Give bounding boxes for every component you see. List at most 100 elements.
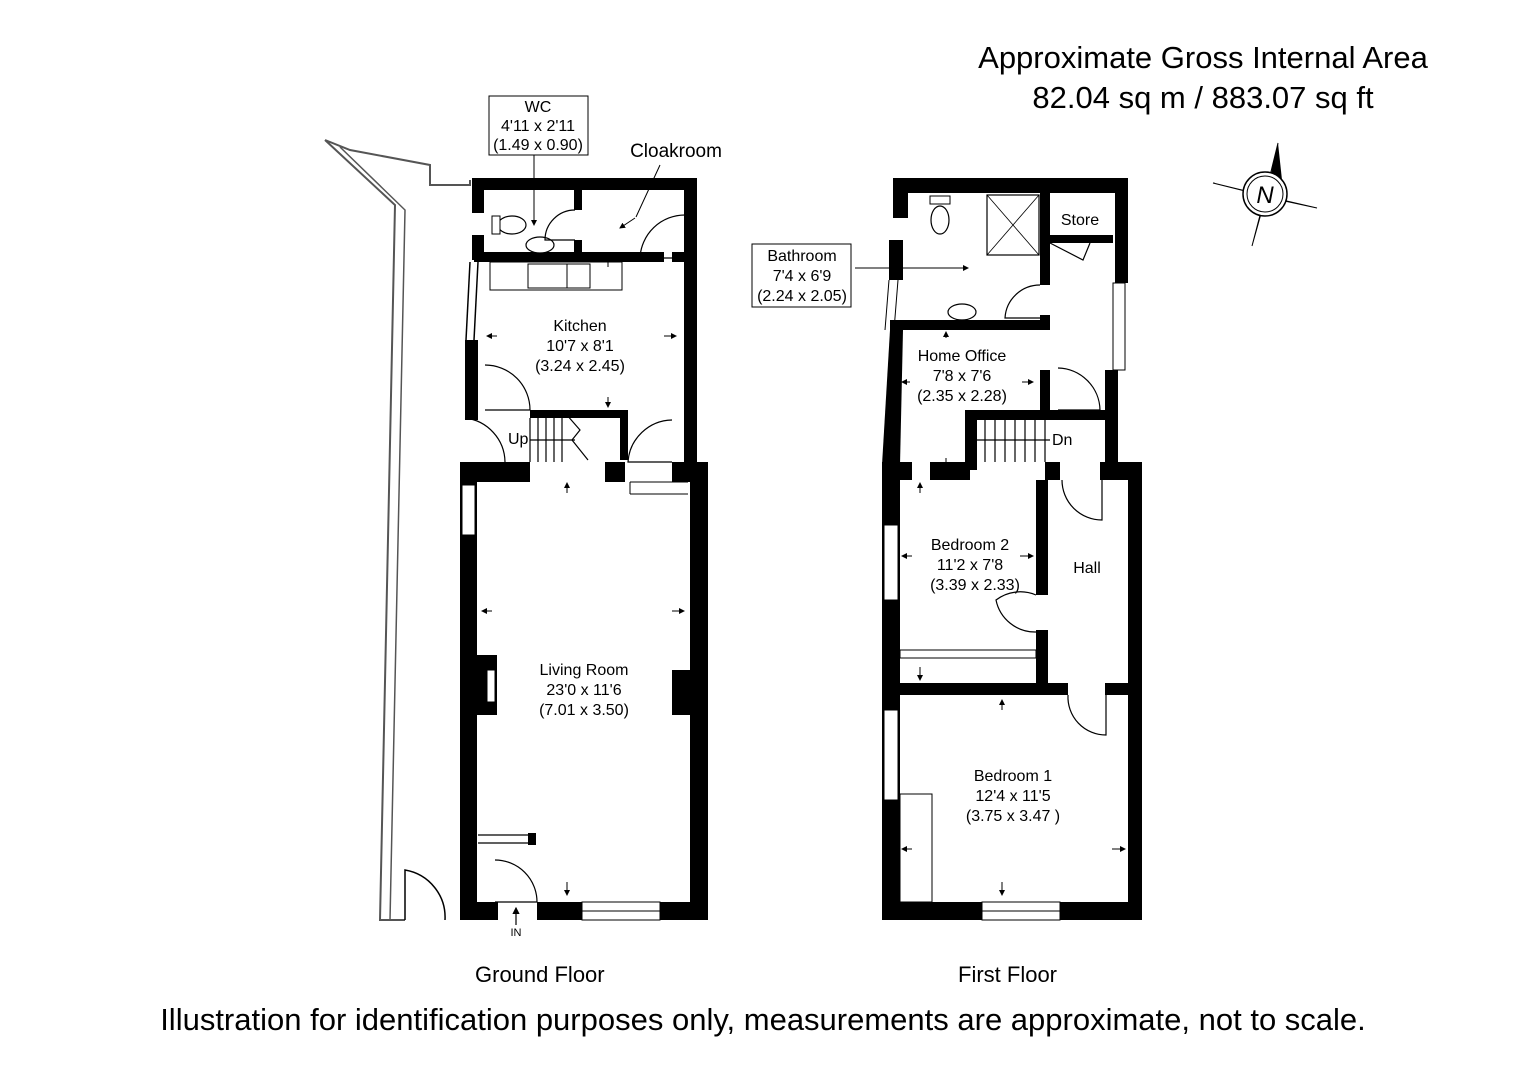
ground-floor-label: Ground Floor: [475, 962, 605, 987]
bathroom-name: Bathroom: [767, 248, 836, 265]
wall: [460, 902, 498, 920]
disclaimer: Illustration for identification purposes…: [160, 1002, 1366, 1037]
bathroom-door-icon: [1004, 284, 1041, 319]
wall: [1036, 630, 1048, 690]
wall: [893, 178, 908, 218]
side-passage-outline-inner: [339, 146, 406, 921]
wall: [537, 902, 582, 920]
wall: [1045, 235, 1113, 243]
bedroom1-name: Bedroom 1: [974, 768, 1052, 785]
north-compass-icon: N: [1212, 142, 1318, 247]
wall: [1040, 370, 1050, 415]
stairs-icon: [977, 420, 1050, 462]
stairs-down-label: Dn: [1052, 432, 1072, 449]
wardrobe: [899, 649, 1037, 659]
stairs-icon: [529, 413, 589, 462]
living-room-metric: (7.01 x 3.50): [539, 702, 629, 719]
bedroom1-imperial: 12'4 x 11'5: [975, 788, 1050, 805]
wall: [882, 330, 903, 465]
entrance-label: IN: [511, 927, 522, 939]
living-room-imperial: 23'0 x 11'6: [546, 682, 621, 699]
area-title: Approximate Gross Internal Area: [978, 40, 1428, 75]
first-floor-label: First Floor: [958, 962, 1057, 987]
wall: [930, 462, 970, 480]
wall: [460, 462, 530, 482]
dimension-arrows: [481, 155, 685, 896]
store-name: Store: [1061, 212, 1099, 229]
wall: [574, 240, 582, 254]
wc-imperial: 4'11 x 2'11: [501, 118, 575, 135]
wall: [1115, 178, 1128, 283]
wall: [1036, 480, 1048, 595]
wall: [460, 462, 477, 920]
wall: [965, 410, 977, 470]
wall: [1040, 315, 1050, 330]
wc-name: WC: [525, 99, 552, 116]
bedroom2-imperial: 11'2 x 7'8: [937, 557, 1003, 574]
bedroom2-metric: (3.39 x 2.33): [930, 577, 1020, 594]
toilet-icon: [930, 205, 950, 235]
kitchen-name: Kitchen: [553, 318, 606, 335]
wall: [605, 462, 625, 482]
toilet-icon: [497, 215, 527, 235]
hall-name: Hall: [1073, 560, 1101, 577]
window: [461, 484, 476, 536]
wall: [1105, 370, 1118, 465]
chimney-breast: [672, 670, 690, 715]
wardrobe: [899, 793, 933, 903]
window: [883, 709, 899, 801]
basin-icon: [525, 236, 555, 254]
wc-label-box: [488, 95, 589, 156]
wall: [472, 178, 484, 213]
store-door-icon: [1049, 242, 1091, 261]
wall: [530, 410, 620, 418]
wall: [620, 410, 628, 460]
wall: [965, 410, 1110, 420]
stairs-up-label: Up: [508, 431, 529, 448]
passage-door-icon: [404, 869, 446, 921]
bedroom1-metric: (3.75 x 3.47 ): [966, 808, 1060, 825]
wall: [574, 190, 582, 210]
wall: [890, 320, 1050, 330]
home-office-metric: (2.35 x 2.28): [917, 388, 1007, 405]
wall: [882, 902, 982, 920]
wall: [660, 902, 708, 920]
bathroom-imperial: 7'4 x 6'9: [773, 268, 832, 285]
window: [1112, 282, 1126, 371]
wc-door-icon: [544, 209, 576, 241]
hall-door-icon: [1061, 479, 1103, 521]
home-office-name: Home Office: [918, 348, 1007, 365]
wall: [890, 683, 1068, 695]
wall: [672, 252, 687, 262]
wc-metric: (1.49 x 0.90): [493, 137, 583, 154]
bathroom-label-box: [751, 243, 852, 308]
wall: [472, 178, 697, 190]
kitchen-metric: (3.24 x 2.45): [535, 358, 625, 375]
bedroom1-door-icon: [1067, 694, 1107, 736]
wall: [474, 252, 664, 262]
home-office-imperial: 7'8 x 7'6: [933, 368, 992, 385]
wall: [889, 240, 903, 280]
first-floor-plan: Bathroom 7'4 x 6'9 (2.24 x 2.05) Store H…: [751, 178, 1142, 921]
bedroom2-name: Bedroom 2: [931, 537, 1009, 554]
side-passage-outline: [324, 139, 471, 921]
wall: [893, 178, 1128, 193]
wall: [465, 340, 478, 420]
wall: [1045, 462, 1060, 480]
understairs-door-icon: [627, 419, 673, 463]
bedroom2-door-icon: [995, 591, 1037, 633]
ground-floor-plan: WC 4'11 x 2'11 (1.49 x 0.90) Cloakroom K…: [324, 95, 722, 939]
office-door-icon: [1057, 367, 1101, 411]
kitchen-door-icon: [484, 364, 531, 411]
cloakroom-name: Cloakroom: [630, 141, 722, 162]
area-value: 82.04 sq m / 883.07 sq ft: [1032, 80, 1374, 115]
wall: [1060, 902, 1142, 920]
window: [883, 524, 899, 601]
kitchen-imperial: 10'7 x 8'1: [546, 338, 614, 355]
bathroom-metric: (2.24 x 2.05): [757, 288, 847, 305]
living-room-name: Living Room: [540, 662, 629, 679]
dimension-arrows: [855, 265, 1126, 896]
wall: [684, 178, 697, 468]
compass-label: N: [1256, 182, 1274, 209]
